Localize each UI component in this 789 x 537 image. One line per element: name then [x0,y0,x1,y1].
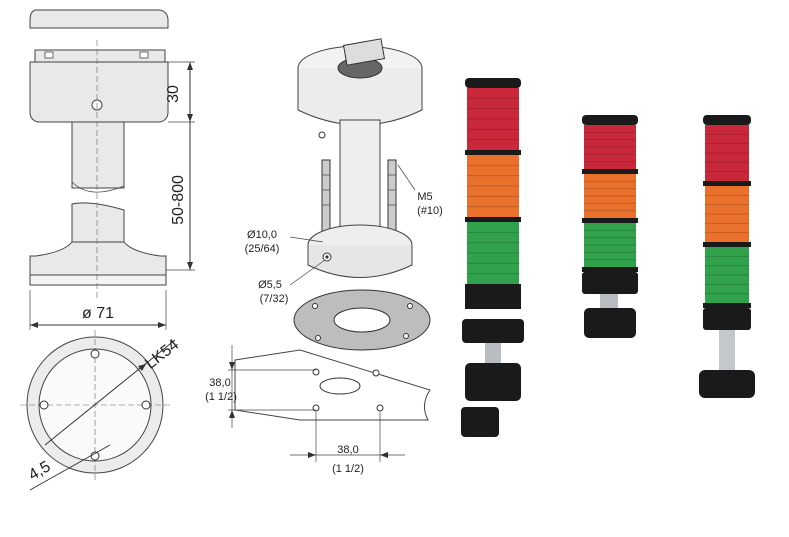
tower-separator [582,169,638,174]
side-view: 30 50-800 ø 71 [29,9,195,330]
tower-tier-green [584,223,636,267]
bottom-view-hole-left [39,400,49,410]
tower-tier-green [705,247,749,303]
tower-separator [465,217,521,222]
tower-separator [465,284,521,289]
tower-pole [485,343,501,363]
tower-separator [582,267,638,272]
tower-tier-red [705,125,749,181]
side-view-base [29,241,167,276]
tower-pole [600,294,618,308]
tower-cap [582,115,638,125]
tower-base-ring [462,319,524,343]
tower-mount-base [461,407,499,437]
exploded-tube [339,119,381,246]
side-view-tube-lower [71,202,125,243]
side-view-cap [29,9,169,29]
label-bore-large-imperial: (25/64) [245,243,280,255]
tower-pole [719,330,735,370]
dim-lk: LK54 [142,336,182,372]
label-bore-small: Ø5,5 [258,279,282,291]
tower-base-collar [703,308,751,330]
product-photos [461,78,755,437]
label-bore-large: Ø10,0 [247,229,277,241]
tower-separator [703,303,751,308]
tower-tier-orange [705,186,749,242]
exploded-base [307,245,413,278]
side-view-tube-upper [71,121,125,189]
dim-diameter: ø 71 [82,305,114,322]
tower-tier-orange [584,174,636,218]
tower-separator [703,181,751,186]
tower-tier-green [467,222,519,284]
dim-hole: 4,5 [26,458,54,484]
exploded-view: M5 (#10) Ø10,0 (25/64) Ø5,5 (7/32) 38,0 … [205,38,443,475]
tower-mount-base [699,370,755,398]
tower-base-collar [582,272,638,294]
dim-height-top: 30 [165,85,182,103]
side-view-head [29,61,169,123]
tower-separator [465,150,521,155]
product-tower-4-tier [461,78,524,437]
exploded-gasket [293,289,431,351]
tower-mount-nut [465,363,521,401]
tower-mount-base [584,308,636,338]
dim-vertical-imperial: (1 1/2) [205,391,237,403]
label-thread: M5 [417,191,432,203]
bottom-view-hole-top [90,349,100,359]
tower-tier-orange [467,155,519,217]
dim-height-mid: 50-800 [170,175,187,225]
dim-vertical: 38,0 [209,377,230,389]
dim-horizontal: 38,0 [337,444,358,456]
tower-separator [703,242,751,247]
bottom-view: LK54 4,5 [20,330,182,491]
tower-base-collar [465,289,521,309]
tower-tier-red [584,125,636,169]
tower-cap [465,78,521,88]
product-tower-3-tier-a [582,115,638,338]
label-thread-imperial: (#10) [417,205,443,217]
bottom-view-hole-right [141,400,151,410]
tower-cap [703,115,751,125]
tower-separator [582,218,638,223]
dim-horizontal-imperial: (1 1/2) [332,463,364,475]
label-bore-small-imperial: (7/32) [260,293,289,305]
product-tower-3-tier-b [699,115,755,398]
tower-tier-red [467,88,519,150]
